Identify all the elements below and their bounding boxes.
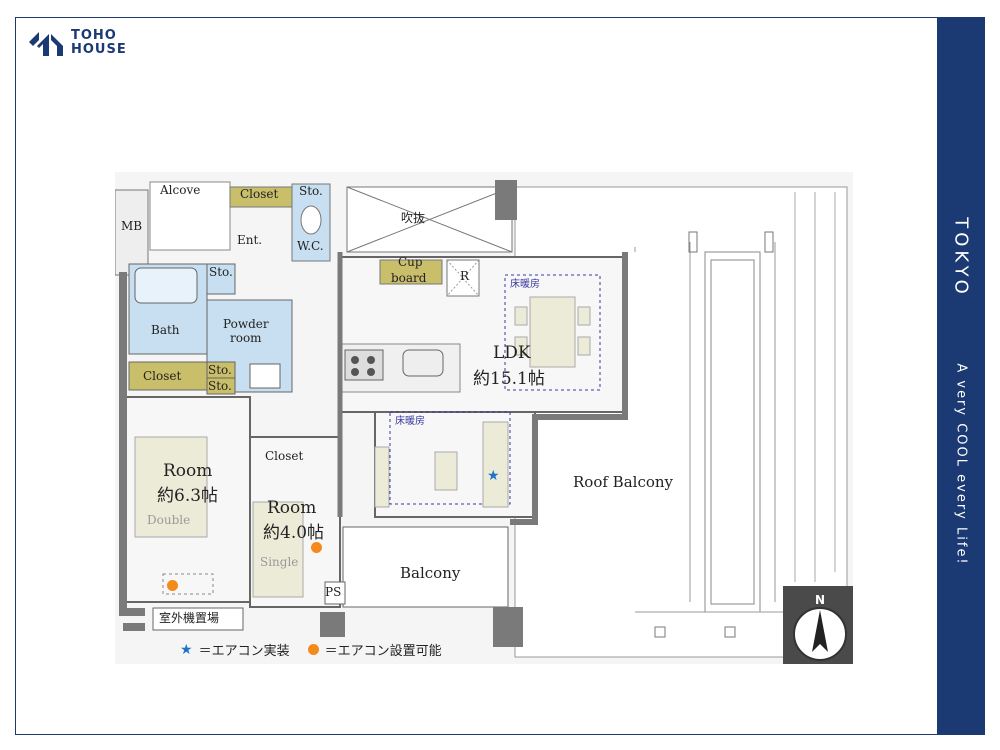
room-label-outdoor-unit: 室外機置場: [159, 611, 220, 625]
floor-heating-label-2: 床暖房: [395, 416, 425, 427]
room-label-r: R: [460, 269, 470, 283]
room-label-wc: W.C.: [297, 239, 324, 253]
north-label: N: [815, 593, 826, 607]
room-label-ps: PS: [325, 585, 342, 599]
room-label-closet-mid: Closet: [265, 449, 304, 463]
floor-heating-label-1: 床暖房: [510, 279, 540, 290]
room-label-roof-balcony: Roof Balcony: [573, 473, 674, 491]
room-label-bath: Bath: [151, 323, 180, 337]
room-label-room-1: Room: [163, 461, 213, 481]
room-label-powder-1: Powder: [223, 317, 269, 331]
legend: ★ ＝エアコン実装 ＝エアコン設置可能: [180, 640, 442, 660]
room-label-balcony: Balcony: [400, 564, 461, 582]
floor-plan-drawing: [115, 172, 853, 664]
room-label-mb: MB: [121, 219, 143, 233]
room-label-room-1-size: 約6.3帖: [157, 486, 219, 506]
room-label-sto-top: Sto.: [299, 184, 323, 198]
room-label-sto-a: Sto.: [208, 363, 232, 377]
brand-line-1: TOHO: [71, 28, 117, 43]
room-label-closet-top: Closet: [240, 187, 279, 201]
room-label-powder-2: room: [230, 331, 262, 345]
room-label-closet-left: Closet: [143, 369, 182, 383]
room-label-room-2-size: 約4.0帖: [263, 523, 325, 543]
ac-possible-dot-room1: [167, 580, 178, 591]
floor-plan: Alcove MB Closet Sto. Ent. W.C. 吹抜 Cup b…: [115, 172, 853, 664]
room-label-ldk: LDK: [493, 343, 531, 363]
legend-ac-possible: ＝エアコン設置可能: [324, 644, 442, 659]
room-label-ldk-size: 約15.1帖: [473, 369, 545, 389]
room-label-ent: Ent.: [237, 233, 263, 247]
brand-name: TOHO HOUSE: [71, 29, 127, 57]
room-label-fukinuke: 吹抜: [401, 211, 426, 225]
brand-line-2: HOUSE: [71, 42, 127, 57]
room-label-sto-bath: Sto.: [209, 265, 233, 279]
ac-possible-dot-room2: [311, 542, 322, 553]
side-band: TOKYO A very COOL every Life!: [937, 17, 985, 735]
tagline: A very COOL every Life!: [953, 363, 969, 566]
room-label-board: board: [391, 271, 427, 285]
dot-icon: [307, 644, 319, 655]
legend-ac-installed: ＝エアコン実装: [198, 644, 290, 659]
logo-mark-icon: [29, 32, 63, 56]
city-label: TOKYO: [950, 217, 972, 298]
room-label-cup: Cup: [398, 255, 423, 269]
bed-label-double: Double: [147, 513, 191, 527]
star-icon: ★: [180, 641, 193, 658]
brand-logo: TOHO HOUSE: [27, 28, 127, 58]
ac-installed-icon: ★: [487, 468, 500, 484]
bed-label-single: Single: [260, 555, 299, 569]
room-label-room-2: Room: [267, 498, 317, 518]
room-label-alcove: Alcove: [160, 183, 201, 197]
room-label-sto-b: Sto.: [208, 379, 232, 393]
